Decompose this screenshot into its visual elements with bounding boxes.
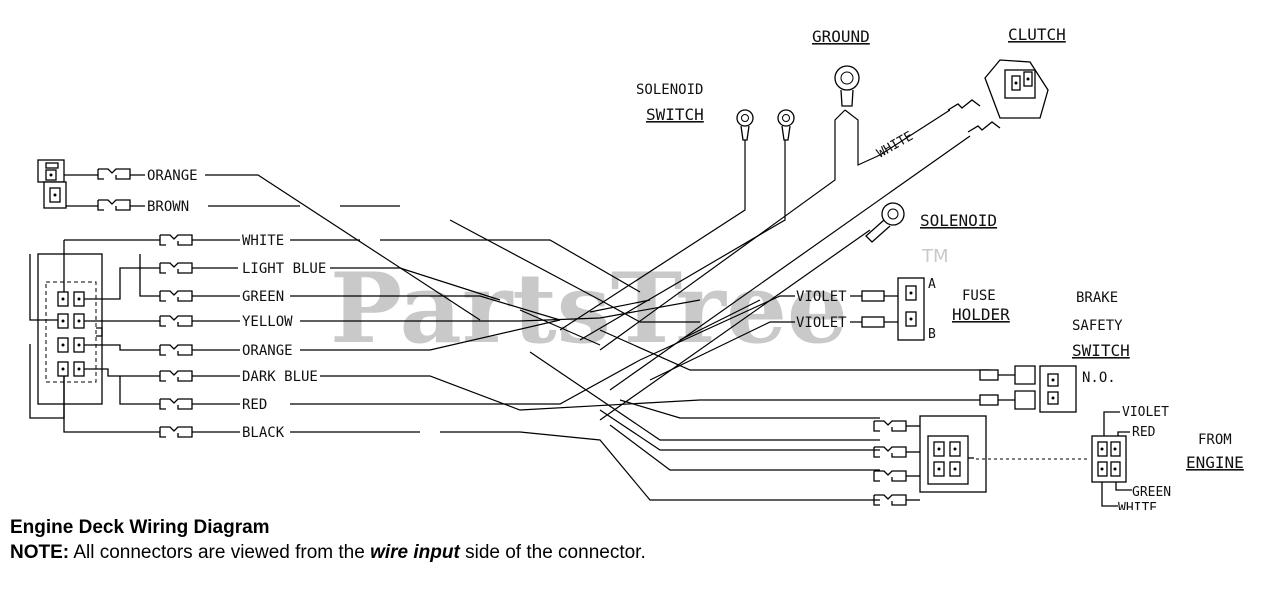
terminal-main-3 (159, 290, 193, 302)
violet-wire-label-a: VIOLET (796, 289, 847, 305)
terminal-main-1 (159, 234, 193, 246)
ground-ring-terminal (834, 65, 860, 107)
main-harness-connector (37, 253, 103, 405)
terminal-orange-top (97, 168, 131, 180)
fuse-pin-b: B (928, 327, 936, 342)
terminal-deck-4 (873, 494, 907, 506)
terminal-main-7 (159, 398, 193, 410)
note-text-1: All connectors are viewed from the (69, 542, 371, 563)
engine-wire-green: GREEN (1132, 485, 1171, 500)
fuse-pin-a: A (928, 277, 936, 292)
note-emphasis: wire input (370, 542, 460, 563)
terminal-main-8 (159, 426, 193, 438)
top-left-connector (37, 159, 98, 209)
brake-label-line4: N.O. (1082, 370, 1116, 386)
from-engine-label-line2: ENGINE (1186, 453, 1244, 472)
wire-label-red: RED (242, 397, 267, 413)
from-engine-label-line1: FROM (1198, 432, 1232, 448)
wire-label-brown: BROWN (147, 199, 189, 215)
harness-wires (205, 109, 990, 501)
clutch-wire-label: WHITE (875, 129, 916, 162)
wiring-diagram: PartsTree TM ORANGE BROWN (29, 25, 1244, 510)
note-prefix: NOTE: (10, 542, 70, 563)
brake-label-line2: SAFETY (1072, 318, 1123, 334)
engine-wire-violet: VIOLET (1122, 405, 1169, 420)
terminal-main-6 (159, 370, 193, 382)
watermark: PartsTree (330, 252, 848, 365)
note-text-2: side of the connector. (459, 542, 646, 563)
diagram-title: Engine Deck Wiring Diagram (10, 517, 270, 538)
solenoid-ring-terminal (865, 202, 905, 243)
wire-label-dark-blue: DARK BLUE (242, 369, 318, 385)
terminal-stack-main (159, 234, 193, 438)
fuse-holder (850, 277, 925, 341)
terminal-main-5 (159, 344, 193, 356)
solenoid-switch-label-line2: SWITCH (646, 105, 704, 124)
deck-4pin-connector (873, 415, 987, 506)
violet-wire-label-b: VIOLET (796, 315, 847, 331)
watermark-trademark: TM (921, 246, 949, 267)
brake-label-line1: BRAKE (1076, 290, 1118, 306)
terminal-main-2 (159, 262, 193, 274)
wire-label-black: BLACK (242, 425, 285, 441)
wire-label-white: WHITE (242, 233, 284, 249)
terminal-deck-3 (873, 470, 907, 482)
wire-label-orange: ORANGE (242, 343, 293, 359)
terminal-main-4 (159, 315, 193, 327)
engine-4pin-connector (1091, 411, 1132, 507)
engine-wire-red: RED (1132, 425, 1156, 440)
brake-label-line3: SWITCH (1072, 341, 1130, 360)
ground-label: GROUND (812, 27, 870, 46)
solenoid-switch-label-line1: SOLENOID (636, 82, 703, 98)
clutch-connector (947, 59, 1049, 133)
solenoid-label: SOLENOID (920, 211, 997, 230)
wire-label-yellow: YELLOW (242, 314, 293, 330)
fuse-holder-label-line2: HOLDER (952, 305, 1010, 324)
caption: Engine Deck Wiring Diagram NOTE: All con… (10, 516, 646, 566)
clutch-label: CLUTCH (1008, 25, 1066, 44)
fuse-holder-label-line1: FUSE (962, 288, 996, 304)
solenoid-switch-ring-terminals (736, 109, 795, 141)
terminal-deck-1 (873, 420, 907, 432)
engine-wire-white: WHITE (1118, 501, 1157, 510)
wire-label-orange-top: ORANGE (147, 168, 198, 184)
wire-label-green: GREEN (242, 289, 284, 305)
terminal-deck-2 (873, 446, 907, 458)
wire-label-light-blue: LIGHT BLUE (242, 261, 326, 277)
terminal-brown (97, 199, 131, 211)
brake-safety-switch-connector (979, 365, 1077, 413)
diagram-note: NOTE: All connectors are viewed from the… (10, 540, 646, 566)
